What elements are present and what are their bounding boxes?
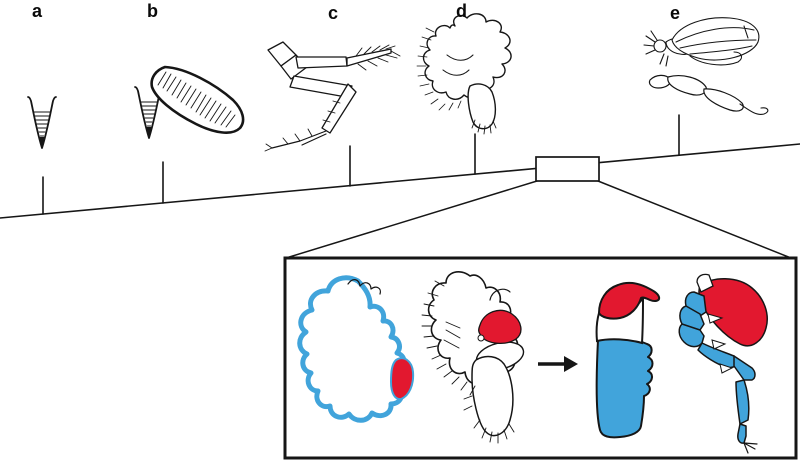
magnifier-fan-line-right [597,180,792,259]
adult-leg-wing-drawing [678,273,768,454]
panel-b-wing-blade-drawing [150,65,245,134]
adult-leg-claws [743,442,758,454]
appendage-red-region [478,309,522,344]
panel-label-b: b [147,1,158,21]
panel-a-anlage-drawing [27,96,57,149]
larval-appendage-drawing [421,271,525,444]
disc-red-region [389,357,415,401]
fly-wing [671,17,760,61]
panel-label-d: d [456,1,467,21]
panel-c-leg-drawing [264,41,401,152]
panel-label-a: a [32,1,43,21]
panel-label-e: e [670,3,681,23]
panel-label-c: c [328,3,339,23]
panel-e-fly-drawing [643,17,760,67]
evolution-timeline [0,114,800,219]
magnifier-box [535,156,600,182]
anlage-tip [39,137,45,148]
arrow-icon [538,356,578,372]
panel-d-wing-pad-drawing [416,13,512,135]
appendage-finger-lobe [471,355,514,437]
pupal-leg-blue-body [595,337,654,439]
adult-leg-blue-segments [678,291,756,444]
magnifier-fan-line-left [285,180,538,259]
wing-disc-drawing [297,275,415,423]
panel-e-leg-drawing [648,74,769,115]
pupal-appendage-drawing [595,281,661,439]
timeline-line [0,143,800,219]
pupal-leg-red-cap [597,281,661,320]
wing-pad-finger-lobe [467,83,497,130]
adult-leg-spurs [707,313,734,374]
disc-dorsal-scallop [347,279,381,295]
